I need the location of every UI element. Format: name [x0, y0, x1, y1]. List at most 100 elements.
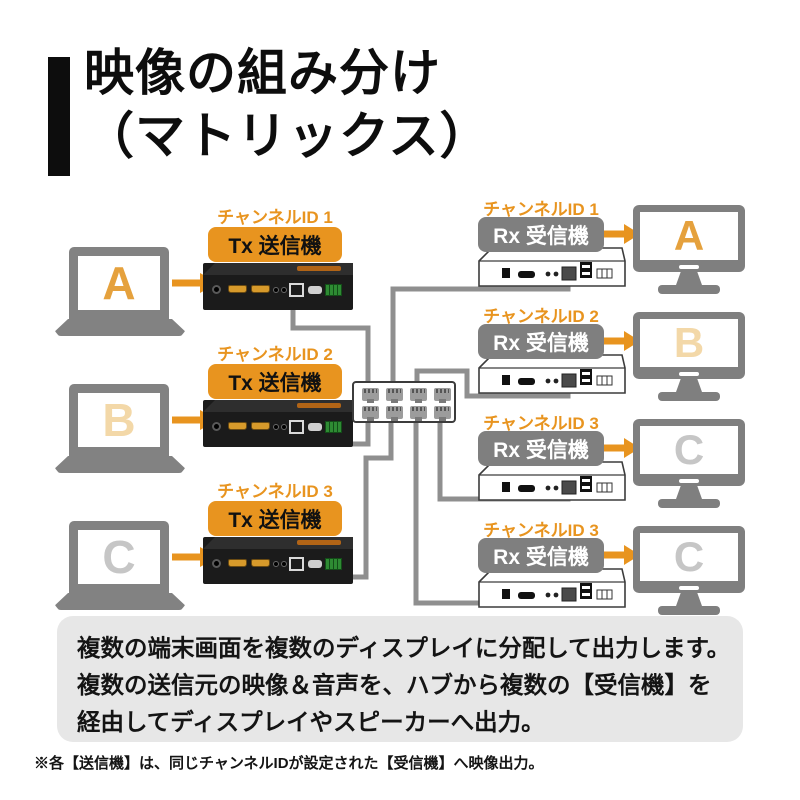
- usb-port-icon: [580, 583, 592, 599]
- hdmi-port-icon: [518, 378, 535, 385]
- usb-slot: [582, 272, 590, 275]
- monitor-chin-dash: [679, 479, 699, 483]
- hub-port-icon: [386, 388, 403, 403]
- usb-slot: [582, 479, 590, 482]
- hdmi-port-icon: [251, 422, 270, 430]
- button-icon: [553, 378, 559, 384]
- transmitter-device-1: [203, 263, 353, 310]
- monitor-screen: C: [640, 533, 738, 581]
- tx-badge-label: Tx 送信機: [228, 371, 322, 395]
- arrow-shaft-icon: [172, 416, 200, 424]
- button-icon: [553, 592, 559, 598]
- hdmi-port-icon: [518, 592, 535, 599]
- button-icon: [281, 424, 287, 430]
- usb-slot: [582, 372, 590, 375]
- rj45-port-icon: [561, 480, 577, 495]
- display-monitor-b: B: [633, 312, 745, 401]
- button-icon: [553, 485, 559, 491]
- monitor-letter: C: [673, 533, 705, 580]
- button-icon: [273, 424, 279, 430]
- brand-logo: [297, 403, 341, 408]
- rj45-port-icon: [561, 587, 577, 602]
- terminal-block-icon: [325, 558, 342, 570]
- rx-badge: Rx 受信機: [478, 324, 604, 359]
- usb-slot: [582, 486, 590, 489]
- rx-badge-label: Rx 受信機: [493, 224, 589, 248]
- hdmi-port-icon: [518, 271, 535, 278]
- description-line2: 複数の送信元の映像＆音声を、ハブから複数の【受信機】を: [77, 672, 712, 698]
- channel-id-label: チャンネルID 1: [483, 200, 599, 219]
- transmitter-device-3: [203, 537, 353, 584]
- button-icon: [281, 287, 287, 293]
- monitor-chin-dash: [679, 372, 699, 376]
- terminal-block-icon: [596, 375, 613, 386]
- hub-port-icon: [434, 406, 451, 421]
- display-monitor-a: A: [633, 205, 745, 294]
- button-icon: [545, 485, 551, 491]
- button-icon: [545, 271, 551, 277]
- device-ports: [203, 555, 353, 577]
- monitor-screen: B: [640, 319, 738, 367]
- laptop-screen: C: [69, 521, 169, 593]
- device-body: [478, 354, 626, 394]
- hub-port-icon: [362, 388, 379, 403]
- monitor-bezel: A: [633, 205, 745, 272]
- channel-id-label: チャンネルID 2: [483, 307, 599, 326]
- monitor-base: [658, 499, 720, 508]
- laptop-base: [55, 456, 185, 473]
- hub-port-icon: [434, 388, 451, 403]
- channel-id-label: チャンネルID 1: [217, 208, 333, 227]
- hub-port-icon: [362, 406, 379, 421]
- device-body: [478, 461, 626, 501]
- arrow-head-icon: [624, 545, 640, 565]
- hdmi-port-icon: [518, 485, 535, 492]
- power-switch-icon: [502, 375, 510, 385]
- button-icon: [553, 271, 559, 277]
- monitor-bezel: C: [633, 526, 745, 593]
- button-icon: [273, 287, 279, 293]
- button-icon: [545, 592, 551, 598]
- rj45-port-icon: [561, 373, 577, 388]
- receiver-device-4: [478, 568, 626, 608]
- monitor-neck: [676, 379, 702, 392]
- rx-badge: Rx 受信機: [478, 431, 604, 466]
- rx-badge: Rx 受信機: [478, 538, 604, 573]
- laptop-base: [55, 319, 185, 336]
- terminal-block-icon: [596, 589, 613, 600]
- channel-id-label: チャンネルID 3: [483, 414, 599, 433]
- rj45-port-icon: [561, 266, 577, 281]
- source-laptop-c: C: [55, 521, 185, 610]
- description-box: 複数の端末画面を複数のディスプレイに分配して出力します。 複数の送信元の映像＆音…: [57, 616, 743, 742]
- device-body: [478, 247, 626, 287]
- terminal-block-icon: [596, 268, 613, 279]
- arrow-head-icon: [624, 224, 640, 244]
- power-switch-icon: [502, 482, 510, 492]
- arrow-shaft-icon: [172, 279, 200, 287]
- usb-slot: [582, 379, 590, 382]
- usb-port-icon: [580, 369, 592, 385]
- arrow-shaft-icon: [602, 337, 624, 345]
- rx-badge-label: Rx 受信機: [493, 545, 589, 569]
- usb-port-icon: [308, 560, 322, 568]
- monitor-neck: [676, 486, 702, 499]
- monitor-chin-dash: [679, 586, 699, 590]
- hdmi-port-icon: [228, 422, 247, 430]
- source-laptop-b: B: [55, 384, 185, 473]
- source-letter: C: [102, 531, 136, 583]
- monitor-bezel: B: [633, 312, 745, 379]
- page-title-line1: 映像の組み分け: [84, 45, 441, 101]
- tx-badge: Tx 送信機: [208, 364, 342, 399]
- monitor-base: [658, 606, 720, 615]
- rx-badge-label: Rx 受信機: [493, 438, 589, 462]
- power-switch-icon: [502, 268, 510, 278]
- hdmi-port-icon: [251, 559, 270, 567]
- source-letter: A: [102, 257, 136, 309]
- hub-port-icon: [386, 406, 403, 421]
- monitor-base: [658, 392, 720, 401]
- button-icon: [281, 561, 287, 567]
- page-title-line2: （マトリックス）: [84, 108, 491, 164]
- laptop-screen: B: [69, 384, 169, 456]
- rx-badge: Rx 受信機: [478, 217, 604, 252]
- arrow-head-icon: [624, 438, 640, 458]
